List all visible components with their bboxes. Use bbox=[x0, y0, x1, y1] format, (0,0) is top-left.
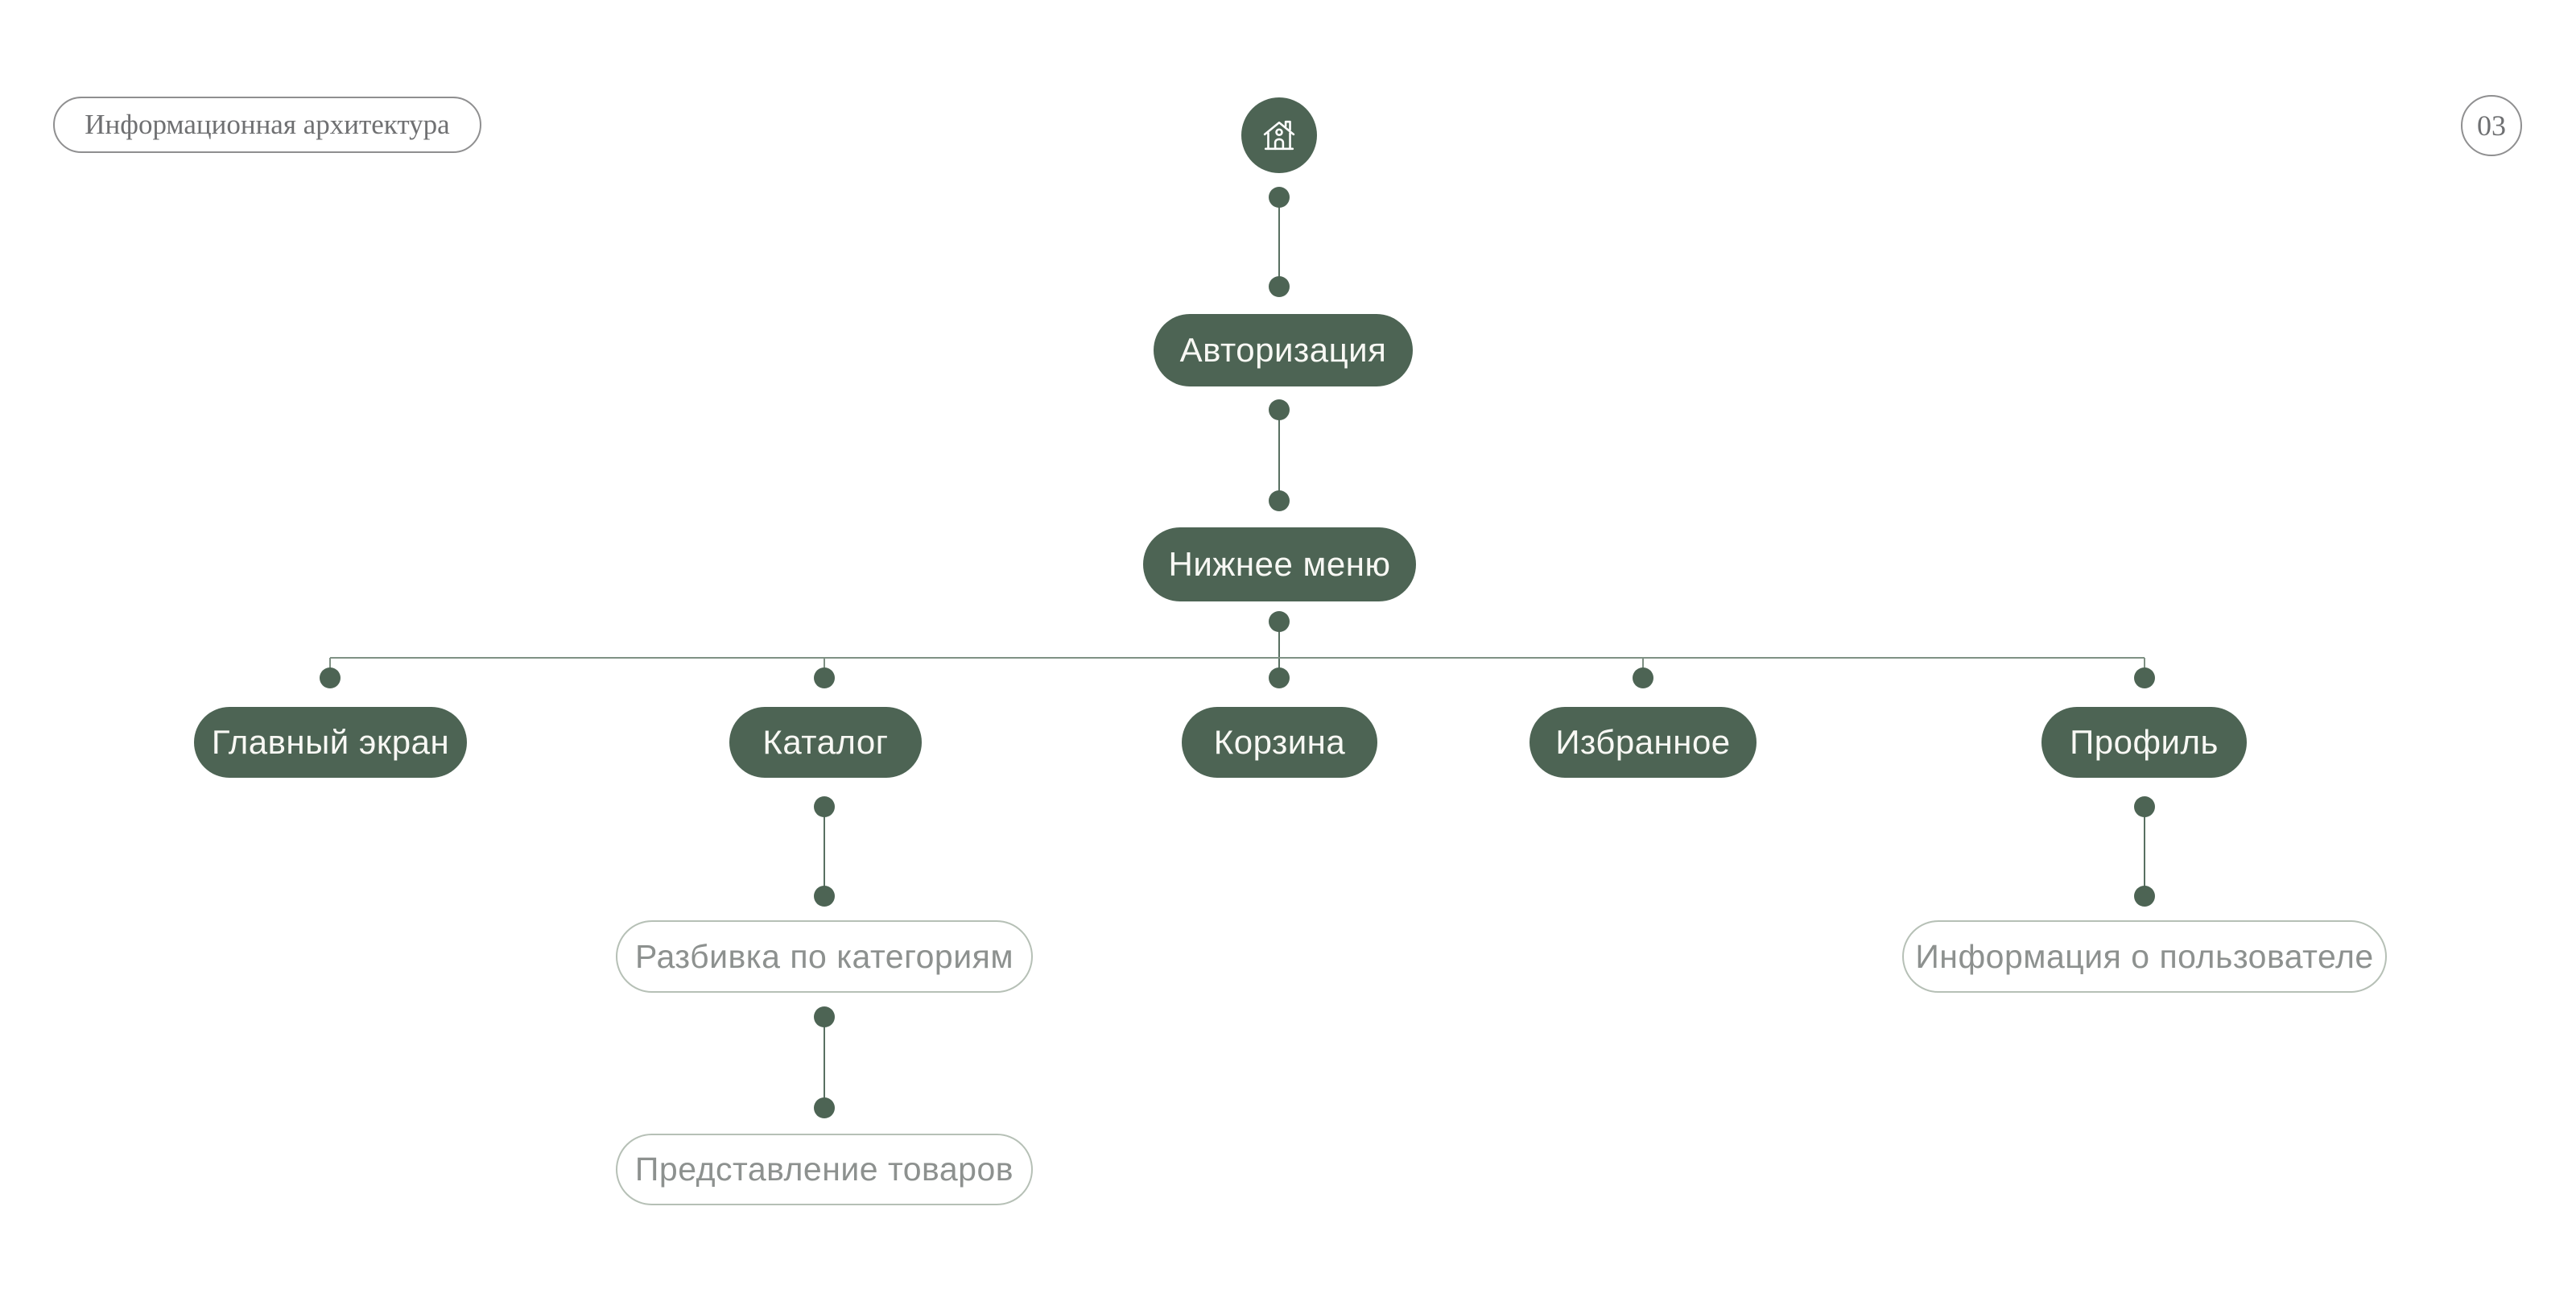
diagram-node-profile: Профиль bbox=[2041, 707, 2247, 778]
connector-dot bbox=[1269, 276, 1290, 297]
diagram-node-profile-label: Профиль bbox=[2070, 723, 2219, 761]
connector-dot bbox=[1269, 667, 1290, 688]
connector-line bbox=[1278, 622, 1280, 678]
connector-dot bbox=[1269, 399, 1290, 420]
diagram-node-product-view-label: Представление товаров bbox=[634, 1151, 1014, 1188]
diagram-node-main-screen: Главный экран bbox=[194, 707, 467, 778]
connector-dot bbox=[814, 1006, 835, 1027]
connector-line bbox=[824, 1017, 825, 1108]
diagram-node-bottom-menu: Нижнее меню bbox=[1143, 527, 1416, 601]
connector-dot bbox=[1269, 187, 1290, 208]
diagram-node-cart: Корзина bbox=[1182, 707, 1377, 778]
connector-branch-bar bbox=[330, 657, 2145, 659]
diagram-node-user-info-label: Информация о пользователе bbox=[1915, 937, 2374, 975]
page-number-badge: 03 bbox=[2461, 95, 2522, 156]
diagram-node-cart-label: Корзина bbox=[1213, 723, 1346, 761]
diagram-node-favorites-label: Избранное bbox=[1555, 723, 1731, 761]
diagram-node-product-view: Представление товаров bbox=[616, 1134, 1033, 1205]
diagram-node-catalog: Каталог bbox=[729, 707, 922, 778]
connector-line bbox=[824, 807, 825, 896]
connector-dot bbox=[320, 667, 341, 688]
page-number-text: 03 bbox=[2477, 110, 2506, 142]
slide-title-text: Информационная архитектура bbox=[85, 109, 450, 140]
connector-dot bbox=[1269, 490, 1290, 511]
connector-dot bbox=[814, 1097, 835, 1118]
diagram-node-auth-label: Авторизация bbox=[1179, 331, 1387, 369]
connector-dot bbox=[1269, 611, 1290, 632]
diagram-node-main-screen-label: Главный экран bbox=[211, 723, 450, 761]
diagram-node-category-breakdown-label: Разбивка по категориям bbox=[634, 937, 1014, 975]
connector-line bbox=[1278, 410, 1280, 501]
connector-dot bbox=[2134, 796, 2155, 817]
connector-dot bbox=[814, 667, 835, 688]
connector-dot bbox=[2134, 886, 2155, 907]
slide-title-tag: Информационная архитектура bbox=[53, 97, 481, 153]
diagram-node-root-home bbox=[1241, 97, 1317, 173]
connector-dot bbox=[814, 796, 835, 817]
connector-line bbox=[2144, 807, 2145, 896]
connector-dot bbox=[1633, 667, 1653, 688]
diagram-node-catalog-label: Каталог bbox=[762, 723, 889, 761]
home-icon bbox=[1258, 114, 1300, 156]
connector-line bbox=[1278, 197, 1280, 287]
diagram-node-user-info: Информация о пользователе bbox=[1902, 920, 2387, 993]
connector-dot bbox=[2134, 667, 2155, 688]
diagram-node-auth: Авторизация bbox=[1154, 314, 1413, 386]
diagram-node-bottom-menu-label: Нижнее меню bbox=[1168, 545, 1391, 583]
diagram-node-category-breakdown: Разбивка по категориям bbox=[616, 920, 1033, 993]
connector-dot bbox=[814, 886, 835, 907]
diagram-node-favorites: Избранное bbox=[1530, 707, 1757, 778]
